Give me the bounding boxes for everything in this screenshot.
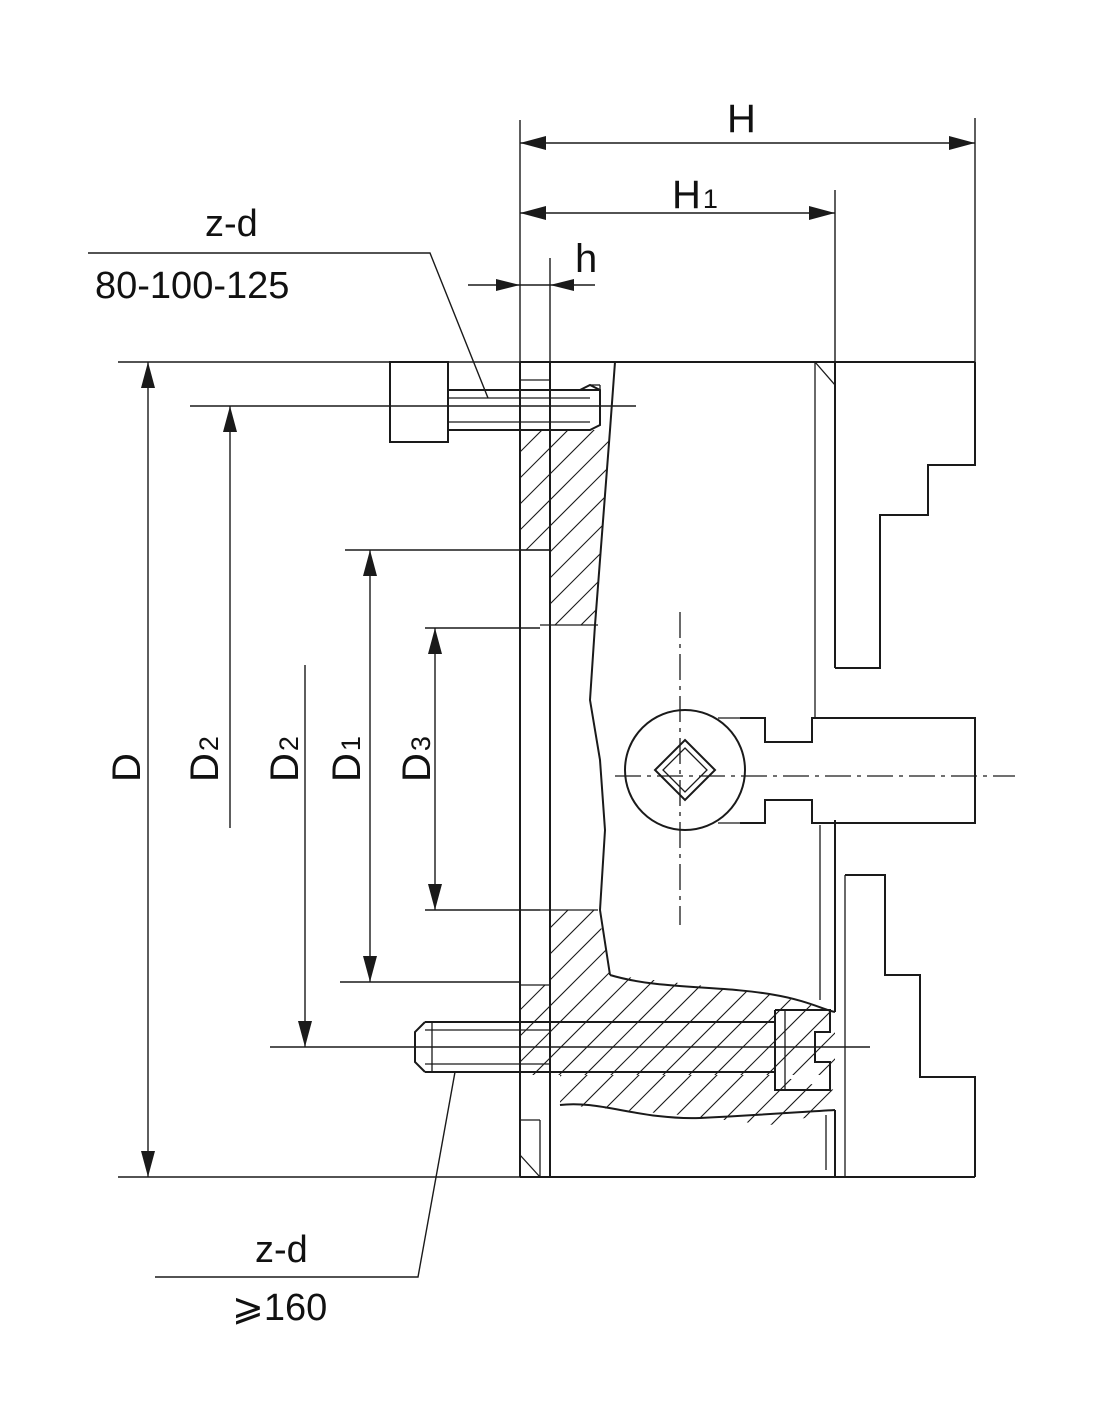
hatch-line <box>520 910 527 1075</box>
dimension-lines <box>88 118 976 1278</box>
hatch-line <box>739 1075 801 1125</box>
hatch-line <box>661 1075 723 1125</box>
top-note-value: 80-100-125 <box>95 265 289 307</box>
dimension-arrows <box>141 136 975 1177</box>
stepped-jaw-upper <box>835 362 976 669</box>
dim-label-h: h <box>575 237 597 281</box>
hatch-line <box>539 430 610 625</box>
hatch-line <box>520 910 631 1075</box>
hatched-section-bottom <box>480 1070 904 1130</box>
top-mounting-bolt <box>389 361 601 443</box>
dim-label-D3: D3 <box>395 736 439 782</box>
hatch-line <box>591 430 610 625</box>
dim-label-H: H <box>727 97 756 141</box>
dim-label-D1: D1 <box>325 736 369 782</box>
hatch-line <box>553 910 735 1075</box>
bottom-note-title: z-d <box>255 1229 308 1271</box>
hatch-line <box>817 1075 835 1125</box>
hatch-line <box>605 910 787 1075</box>
hatch-line <box>618 420 838 640</box>
hatch-line <box>560 1075 567 1125</box>
chuck-body <box>519 361 975 1178</box>
hatch-line <box>320 900 500 1080</box>
hatch-line <box>520 430 610 625</box>
hatch-line <box>791 1075 835 1125</box>
hatch-line <box>527 910 709 1075</box>
dim-label-H1: H1 <box>672 173 718 217</box>
hatch-line <box>840 900 1020 1080</box>
hatch-line <box>480 1070 540 1130</box>
hatch-line <box>280 420 500 640</box>
hatch-line <box>520 430 605 625</box>
hatch-line <box>520 430 610 625</box>
stepped-jaw-lower <box>844 874 976 1177</box>
dim-label-D2-right: D2 <box>263 736 307 782</box>
center-lines <box>615 612 1015 925</box>
hatch-line <box>657 910 835 1075</box>
hatch-line <box>813 910 835 1075</box>
hatch-line <box>520 910 683 1075</box>
hatch-line <box>520 910 553 1075</box>
hatched-section-upper <box>280 420 838 640</box>
bottom-note-value: ⩾160 <box>232 1287 327 1329</box>
bottom-mounting-bolt <box>414 1009 831 1091</box>
key-socket <box>624 709 746 831</box>
hatch-line <box>761 910 835 1075</box>
dim-label-D2-left: D2 <box>183 736 227 782</box>
hatch-line <box>735 910 835 1075</box>
hatch-line <box>520 430 579 625</box>
hatch-line <box>635 1075 697 1125</box>
hatch-line <box>520 910 657 1075</box>
hatch-line <box>520 430 527 625</box>
hatch-line <box>713 1075 775 1125</box>
hatch-line <box>787 910 835 1075</box>
top-note-title: z-d <box>205 203 258 245</box>
hatch-line <box>520 430 610 625</box>
hatched-section-lower <box>320 900 1020 1080</box>
hatch-line <box>560 1075 593 1125</box>
hatch-line <box>520 910 605 1075</box>
dim-label-D: D <box>105 753 149 782</box>
hatch-line <box>565 430 610 625</box>
hatch-line <box>844 1070 904 1130</box>
hatch-line <box>609 1075 671 1125</box>
hatch-line <box>520 430 610 625</box>
pinion-housing <box>718 717 976 824</box>
hatch-line <box>583 1075 645 1125</box>
hatch-line <box>687 1075 749 1125</box>
hatch-line <box>560 1075 619 1125</box>
